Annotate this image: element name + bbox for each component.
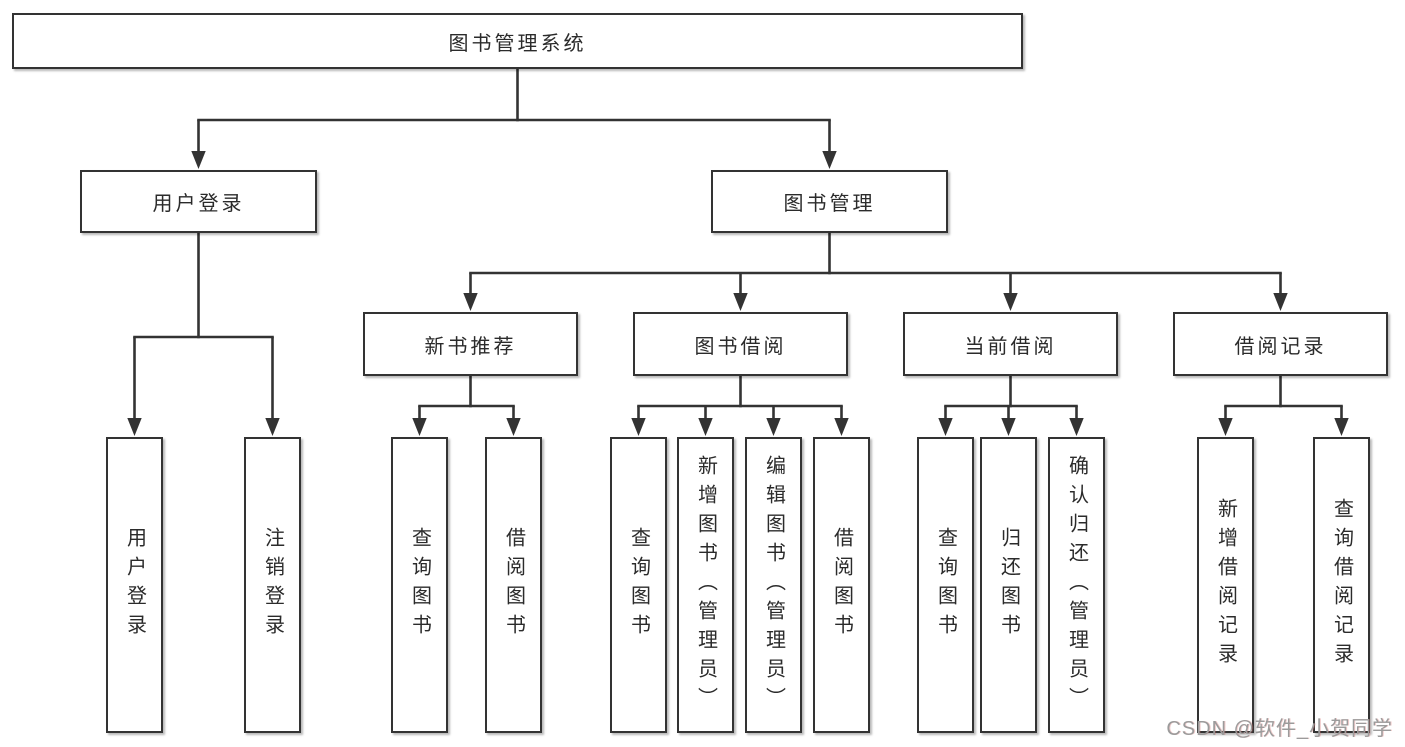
leaf-newbooks-query-books: 查询图书 bbox=[391, 437, 448, 733]
leaf-borrow-add-books-admin: 新增图书（管理员） bbox=[677, 437, 734, 733]
leaf-logout: 注销登录 bbox=[244, 437, 301, 733]
leaf-logout-label: 注销登录 bbox=[261, 527, 284, 643]
node-root-label: 图书管理系统 bbox=[448, 32, 587, 55]
leaf-current-query-books: 查询图书 bbox=[917, 437, 974, 733]
leaf-records-query-record: 查询借阅记录 bbox=[1313, 437, 1370, 733]
leaf-records-add-record: 新增借阅记录 bbox=[1197, 437, 1254, 733]
leaf-borrow-query-books-label: 查询图书 bbox=[627, 527, 650, 643]
leaf-borrow-query-books: 查询图书 bbox=[610, 437, 667, 733]
leaf-borrow-edit-books-admin: 编辑图书（管理员） bbox=[745, 437, 802, 733]
leaf-current-query-books-label: 查询图书 bbox=[934, 527, 957, 643]
leaf-current-confirm-return-admin-label: 确认归还（管理员） bbox=[1065, 454, 1088, 716]
node-book-borrow-label: 图书借阅 bbox=[694, 335, 787, 358]
leaf-borrow-edit-books-admin-label: 编辑图书（管理员） bbox=[762, 454, 785, 716]
node-user-login: 用户登录 bbox=[80, 170, 317, 233]
leaf-current-return-books-label: 归还图书 bbox=[997, 527, 1020, 643]
node-current-borrow-label: 当前借阅 bbox=[964, 335, 1057, 358]
leaf-user-login: 用户登录 bbox=[106, 437, 163, 733]
node-user-login-label: 用户登录 bbox=[152, 193, 245, 215]
leaf-current-return-books: 归还图书 bbox=[980, 437, 1037, 733]
leaf-newbooks-query-books-label: 查询图书 bbox=[408, 527, 431, 643]
leaf-user-login-label: 用户登录 bbox=[123, 527, 146, 643]
node-book-management-label: 图书管理 bbox=[783, 193, 876, 215]
node-borrow-records: 借阅记录 bbox=[1173, 312, 1388, 376]
leaf-records-query-record-label: 查询借阅记录 bbox=[1330, 498, 1353, 672]
node-root: 图书管理系统 bbox=[12, 13, 1023, 69]
node-book-borrow: 图书借阅 bbox=[633, 312, 848, 376]
leaf-newbooks-borrow-books-label: 借阅图书 bbox=[502, 527, 525, 643]
leaf-borrow-borrow-books-label: 借阅图书 bbox=[830, 527, 853, 643]
leaf-borrow-add-books-admin-label: 新增图书（管理员） bbox=[694, 454, 717, 716]
node-new-book-recommend-label: 新书推荐 bbox=[424, 335, 517, 358]
leaf-current-confirm-return-admin: 确认归还（管理员） bbox=[1048, 437, 1105, 733]
node-new-book-recommend: 新书推荐 bbox=[363, 312, 578, 376]
csdn-watermark: CSDN @软件_小贺同学 bbox=[1166, 718, 1393, 740]
node-current-borrow: 当前借阅 bbox=[903, 312, 1118, 376]
leaf-newbooks-borrow-books: 借阅图书 bbox=[485, 437, 542, 733]
leaf-records-add-record-label: 新增借阅记录 bbox=[1214, 498, 1237, 672]
leaf-borrow-borrow-books: 借阅图书 bbox=[813, 437, 870, 733]
node-book-management: 图书管理 bbox=[711, 170, 948, 233]
node-borrow-records-label: 借阅记录 bbox=[1234, 335, 1327, 358]
